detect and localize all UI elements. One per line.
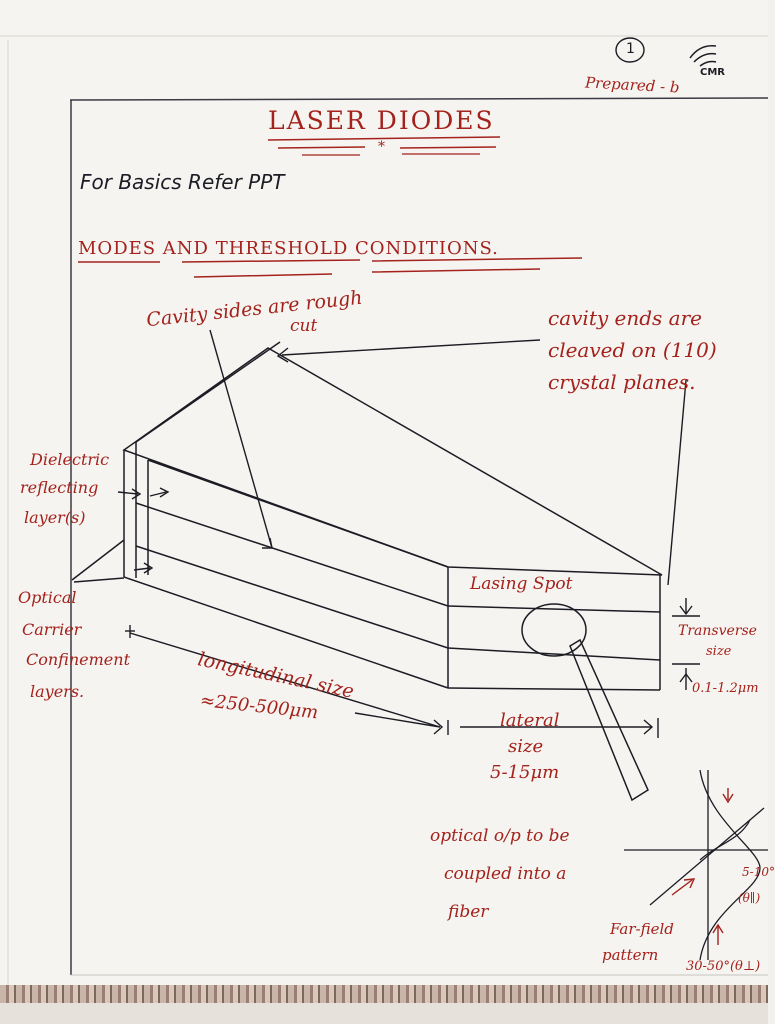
transverse-label-2: size	[706, 644, 732, 659]
laser-chip	[71, 341, 663, 802]
optical-label-2: Carrier	[22, 620, 82, 639]
desk-surface	[0, 1003, 768, 1024]
optical-label-3: Confinement	[26, 650, 130, 669]
optical-label-1: Optical	[18, 588, 77, 607]
title-divider: *	[378, 139, 385, 155]
dielectric-label-3: layer(s)	[24, 508, 86, 527]
cavity-ends-label-3: crystal planes.	[548, 370, 696, 394]
cavity-ends-label-2: cleaved on (110)	[548, 338, 717, 362]
farfield-label-2: pattern	[602, 946, 659, 964]
transverse-label-3: 0.1-1.2μm	[692, 681, 759, 696]
page-number-circle	[615, 37, 645, 63]
top-rule	[69, 97, 769, 101]
cmr-logo	[689, 45, 717, 67]
heading-underline-1	[78, 257, 583, 263]
output-label-2: coupled into a	[444, 864, 567, 884]
dielectric-label-1: Dielectric	[30, 450, 110, 469]
title-underline-1	[267, 136, 501, 141]
title-underline-3	[302, 153, 480, 156]
annotation-arrows	[117, 329, 700, 738]
cavity-ends-label-1: cavity ends are	[548, 306, 702, 330]
cmr-logo-text: CMR	[700, 67, 725, 78]
page-title: LASER DIODES	[268, 106, 495, 135]
angle-perpendicular-label: 30-50°(θ⊥)	[686, 959, 761, 974]
transverse-label-1: Transverse	[678, 623, 757, 639]
lasing-spot-label: Lasing Spot	[470, 574, 573, 594]
angle-parallel-label: 5-10°	[742, 865, 775, 879]
section-heading: MODES AND THRESHOLD CONDITIONS.	[78, 238, 499, 259]
far-field-arrows	[671, 788, 734, 945]
title-underline-2	[277, 146, 497, 149]
output-label-3: fiber	[448, 902, 489, 922]
lateral-label-1: lateral	[500, 710, 560, 731]
farfield-label-1: Far-field	[610, 920, 674, 938]
dielectric-label-2: reflecting	[20, 478, 99, 497]
basics-reference: For Basics Refer PPT	[80, 170, 285, 194]
lateral-label-2: size	[508, 736, 544, 757]
heading-underline-2	[193, 268, 541, 278]
output-label-1: optical o/p to be	[430, 826, 570, 846]
page-number: 1	[626, 41, 635, 57]
angle-parallel-symbol: (θ∥)	[738, 891, 761, 905]
optical-label-4: layers.	[30, 682, 85, 701]
cavity-sides-label-2: cut	[290, 316, 318, 336]
lateral-label-3: 5-15μm	[490, 762, 560, 783]
far-field-sketch	[624, 769, 768, 961]
